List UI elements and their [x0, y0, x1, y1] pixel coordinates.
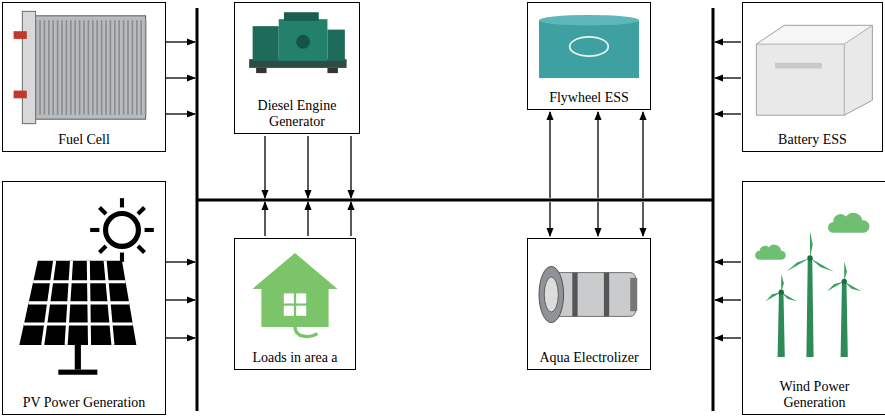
battery-illustration	[747, 7, 878, 128]
electrolyzer-box: Aqua Electrolizer	[527, 238, 651, 370]
node-label: PV Power Generation	[19, 395, 150, 414]
pv-box: PV Power Generation	[2, 181, 166, 415]
node-label: Flywheel ESS	[545, 90, 633, 109]
loads-box: Loads in area a	[234, 238, 356, 370]
left-bus	[196, 8, 199, 411]
battery-box: Battery ESS	[742, 2, 883, 152]
electrolyzer-illustration	[532, 243, 646, 346]
node-label: Aqua Electrolizer	[535, 350, 642, 369]
flywheel-illustration	[532, 7, 646, 86]
fuel-cell-box: Fuel Cell	[2, 2, 166, 152]
flywheel-box: Flywheel ESS	[527, 2, 651, 110]
right-bus	[712, 8, 715, 411]
node-label: Wind Power Generation	[743, 379, 885, 414]
node-label: Diesel Engine Generator	[235, 98, 359, 133]
loads-illustration	[239, 243, 351, 346]
pv-illustration	[7, 186, 161, 391]
node-label: Battery ESS	[774, 132, 851, 151]
diesel-illustration	[239, 7, 355, 94]
node-label: Fuel Cell	[54, 132, 114, 151]
main-bus	[197, 199, 713, 202]
wind-illustration	[747, 186, 882, 375]
fuel-cell-illustration	[7, 7, 161, 128]
node-label: Loads in area a	[248, 350, 341, 369]
diesel-box: Diesel Engine Generator	[234, 2, 360, 134]
wind-box: Wind Power Generation	[742, 181, 885, 415]
